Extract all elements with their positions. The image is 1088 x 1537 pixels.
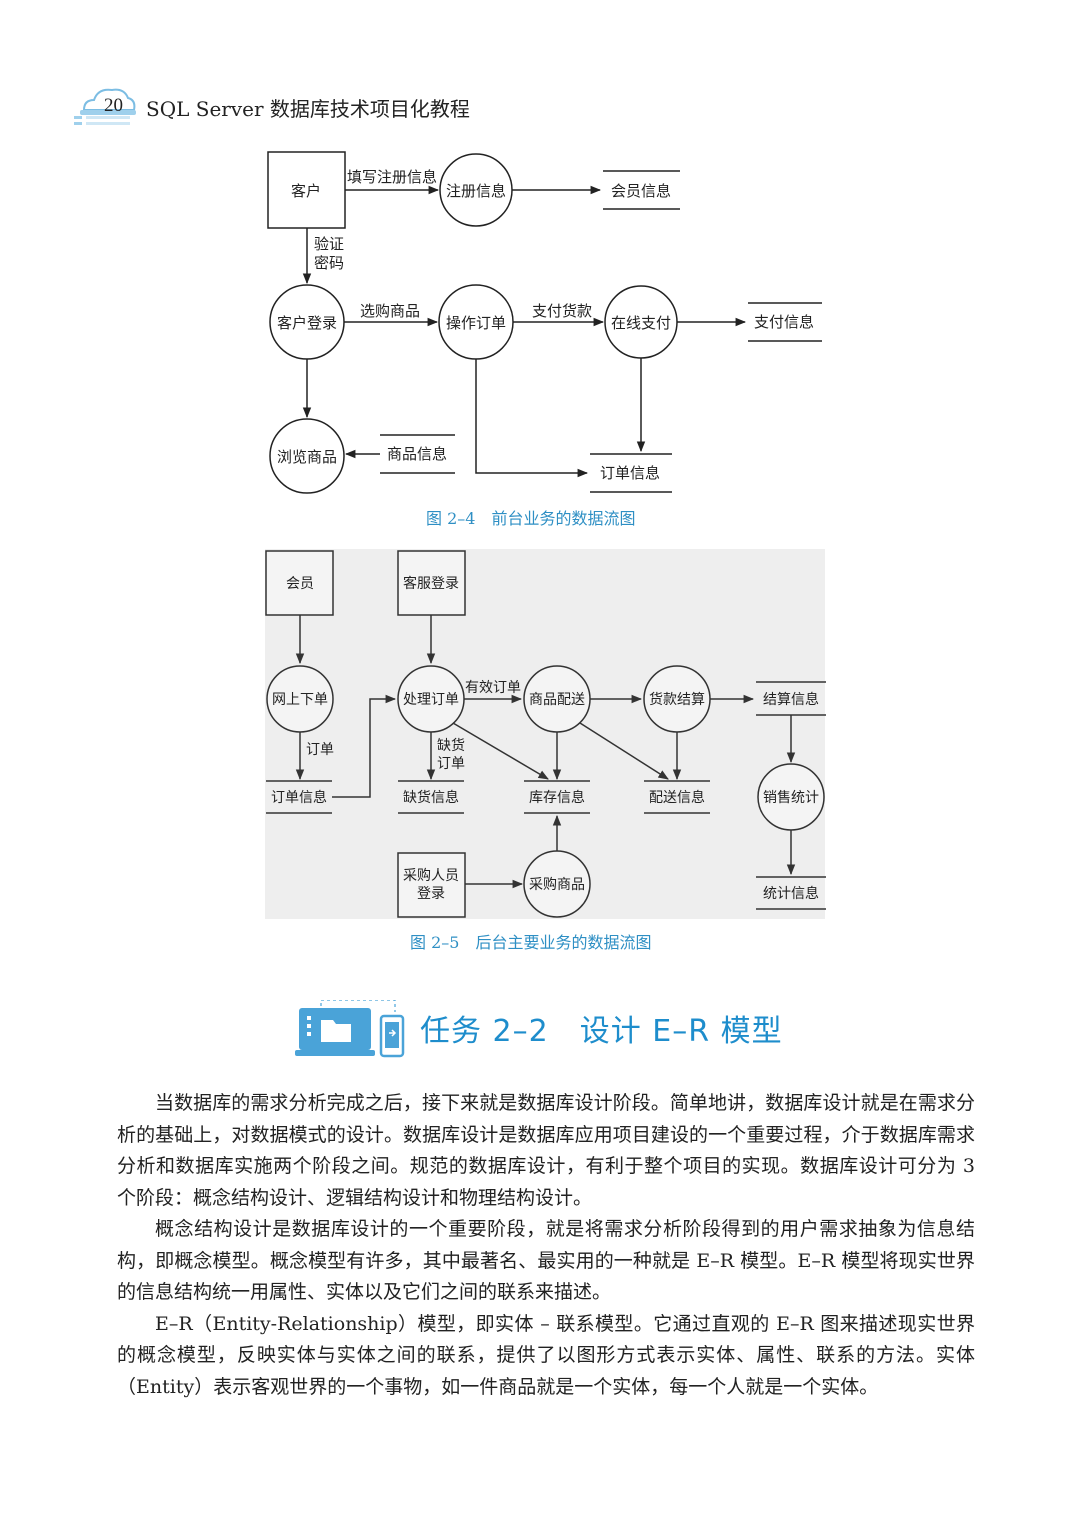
service-login-entity [397, 550, 466, 616]
shortage-flow-label-2: 订单 [437, 756, 465, 772]
process-order-label: 处理订单 [403, 692, 459, 708]
body-text: 当数据库的需求分析完成之后，接下来就是数据库设计阶段。简单地讲，数据库设计就是在… [117, 1088, 975, 1403]
purchase-goods-label: 采购商品 [529, 877, 585, 893]
purchaser-login-entity [397, 852, 466, 918]
goods-delivery-label: 商品配送 [529, 692, 585, 708]
paragraph-2: 概念结构设计是数据库设计的一个重要阶段，就是将需求分析阶段得到的用户需求抽象为信… [117, 1218, 975, 1303]
stock-info-label: 库存信息 [529, 789, 585, 806]
customer-label: 客户 [291, 182, 321, 200]
figure-2-5-caption: 图 2–5 后台主要业务的数据流图 [410, 933, 652, 952]
member-entity [265, 550, 334, 616]
shortage-flow-label-1: 缺货 [437, 737, 465, 754]
fill-register-flow-label: 填写注册信息 [347, 168, 437, 186]
browse-goods-process [269, 418, 345, 494]
page-header: 20 SQL Server 数据库技术项目化教程 [70, 82, 590, 132]
online-payment-label: 在线支付 [611, 314, 671, 332]
member-info-label: 会员信息 [611, 182, 671, 200]
member-label: 会员 [286, 576, 314, 592]
delivery-info-label: 配送信息 [649, 789, 705, 806]
operate-order-label: 操作订单 [446, 314, 506, 332]
payment-info-label: 支付信息 [754, 313, 814, 331]
online-order-label: 网上下单 [272, 692, 328, 708]
page-number: 20 [104, 95, 123, 116]
purchaser-login-label-1: 采购人员 [403, 868, 459, 884]
settle-info-label: 结算信息 [763, 691, 819, 708]
task-title: 任务 2–2 设计 E–R 模型 [420, 1014, 783, 1049]
verify-flow-label-1: 验证 [314, 235, 344, 253]
folder-phone-icon [295, 1000, 405, 1058]
order-flow-label: 订单 [306, 742, 334, 758]
sales-stats-label: 销售统计 [763, 790, 819, 806]
figure-2-4-diagram: 客户 注册信息 会员信息 客户登录 操作订单 在线支付 支付信息 浏览商品 商品… [267, 151, 822, 494]
order-info-label: 订单信息 [600, 464, 660, 482]
register-info-label: 注册信息 [446, 182, 506, 200]
shortage-info-label: 缺货信息 [403, 789, 459, 806]
payment-settle-label: 货款结算 [649, 691, 705, 708]
browse-goods-label: 浏览商品 [277, 448, 337, 466]
service-login-label: 客服登录 [403, 575, 459, 592]
purchaser-login-label-2: 登录 [417, 886, 445, 902]
goods-info-label: 商品信息 [387, 445, 447, 463]
order-info-2-label: 订单信息 [271, 789, 327, 806]
cloud-badge-icon [74, 88, 136, 125]
verify-flow-label-2: 密码 [314, 254, 344, 272]
pay-flow-label: 支付货款 [532, 302, 592, 320]
paragraph-3: E–R（Entity-Relationship）模型，即实体 – 联系模型。它通… [117, 1312, 975, 1398]
stats-info-label: 统计信息 [763, 885, 819, 902]
customer-login-label: 客户登录 [277, 314, 337, 332]
book-title: SQL Server 数据库技术项目化教程 [146, 97, 470, 121]
paragraph-1: 当数据库的需求分析完成之后，接下来就是数据库设计阶段。简单地讲，数据库设计就是在… [117, 1092, 975, 1209]
select-goods-flow-label: 选购商品 [360, 302, 420, 320]
figure-2-5-diagram: 会员 客服登录 网上下单 处理订单 商品配送 货款结算 结算信息 订单信息 缺货… [265, 549, 826, 919]
figure-2-4-caption: 图 2–4 前台业务的数据流图 [426, 509, 636, 528]
task-banner: 任务 2–2 设计 E–R 模型 [295, 1000, 855, 1060]
valid-order-flow-label: 有效订单 [465, 680, 521, 696]
